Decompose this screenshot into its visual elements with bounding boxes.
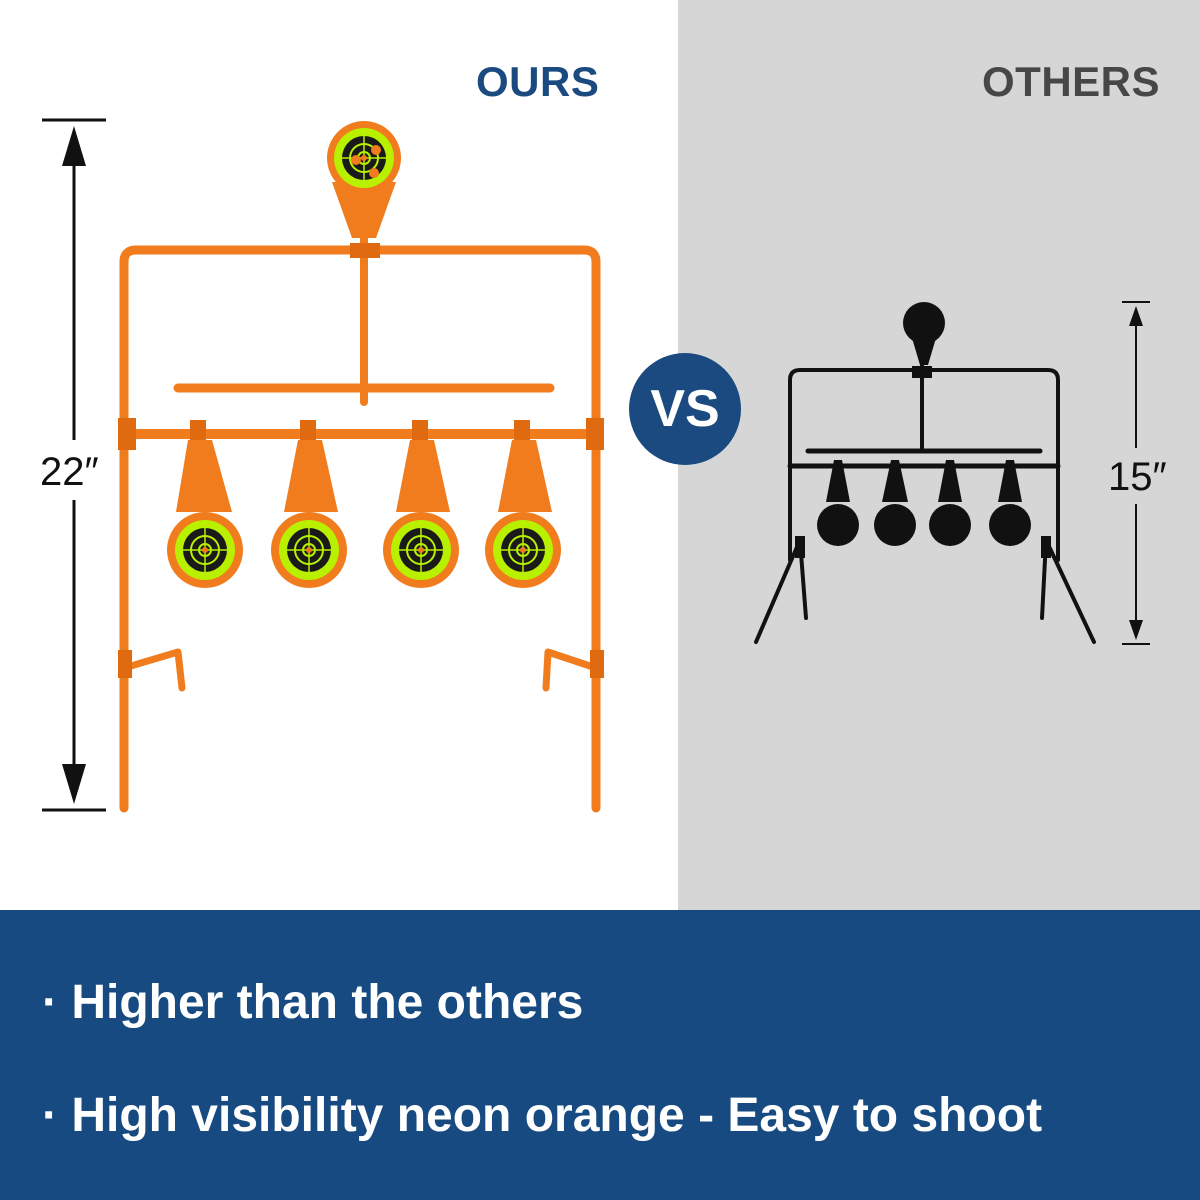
- others-heading: OTHERS: [982, 58, 1161, 105]
- feature-bullet: · High visibility neon orange - Easy to …: [42, 1089, 1043, 1142]
- ours-heading: OURS: [476, 58, 600, 105]
- ours-height-indicator: [42, 118, 106, 812]
- ours-spinner-target: [118, 121, 604, 813]
- feature-banner: [0, 910, 1200, 1200]
- product-illustrations: [42, 118, 1150, 813]
- others-height-label: 15″: [1108, 455, 1167, 499]
- others-height-indicator: [1122, 301, 1150, 645]
- vs-badge: VS: [629, 353, 741, 465]
- others-spinner-target: [754, 302, 1096, 644]
- ours-height-label: 22″: [40, 450, 99, 494]
- others-panel: [678, 0, 1200, 910]
- feature-bullet: · Higher than the others: [42, 976, 584, 1029]
